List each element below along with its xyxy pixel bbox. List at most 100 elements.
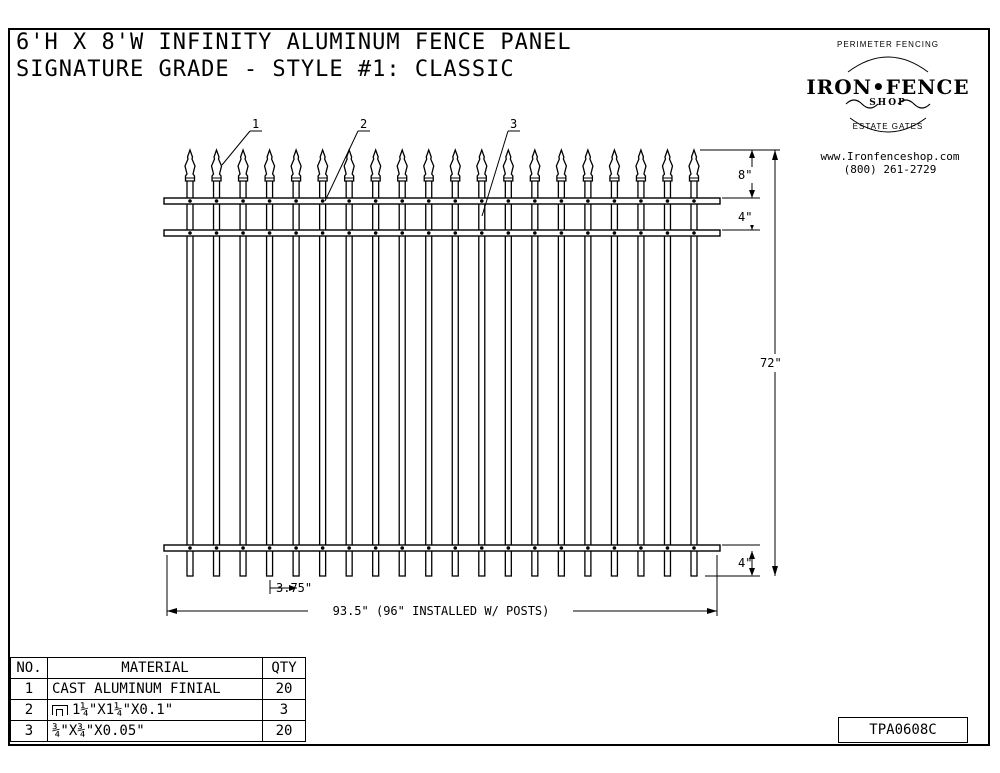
drawing-border bbox=[8, 28, 990, 746]
channel-profile-icon bbox=[52, 705, 68, 716]
picket bbox=[449, 148, 461, 577]
callout-3-label: 3 bbox=[510, 117, 517, 131]
rivet bbox=[559, 546, 564, 550]
rivet bbox=[665, 231, 670, 235]
picket bbox=[370, 148, 382, 577]
rivet bbox=[426, 231, 431, 235]
bom-row: 1 CAST ALUMINUM FINIAL 20 bbox=[10, 678, 306, 700]
rivet bbox=[559, 199, 564, 203]
top-rail bbox=[163, 197, 721, 205]
logo-ornament bbox=[845, 56, 931, 133]
rivet bbox=[692, 231, 696, 235]
rivet bbox=[639, 199, 643, 203]
drawing-subtitle: SIGNATURE GRADE - STYLE #1: CLASSIC bbox=[16, 57, 515, 82]
bom-row-material-cell: 1¼"X1¼"X0.1" bbox=[47, 699, 263, 721]
finial bbox=[370, 148, 382, 182]
bom-row-no: 3 bbox=[10, 720, 48, 742]
picket bbox=[688, 148, 700, 577]
rivet bbox=[400, 546, 405, 550]
callout-1-label: 1 bbox=[252, 117, 259, 131]
picket bbox=[582, 148, 594, 577]
rivet bbox=[347, 546, 351, 550]
picket bbox=[237, 148, 249, 577]
picket bbox=[423, 148, 435, 577]
dim-panel-width: 93.5" (96" INSTALLED W/ POSTS) bbox=[333, 604, 550, 618]
rivet bbox=[214, 199, 219, 203]
bill-of-materials: NO. MATERIAL QTY 1 CAST ALUMINUM FINIAL … bbox=[10, 657, 306, 742]
rivet bbox=[586, 199, 590, 203]
picket bbox=[661, 148, 674, 577]
rivet bbox=[294, 199, 298, 203]
rivet bbox=[692, 199, 696, 203]
finial bbox=[343, 148, 355, 182]
rivet bbox=[639, 546, 643, 550]
rivet bbox=[373, 231, 378, 235]
picket bbox=[316, 148, 329, 577]
finial bbox=[529, 148, 541, 182]
rivet bbox=[320, 231, 325, 235]
picket bbox=[290, 148, 302, 577]
rivet bbox=[665, 199, 670, 203]
finial bbox=[290, 148, 302, 182]
drawing-number: TPA0608C bbox=[838, 717, 968, 743]
finial bbox=[502, 148, 514, 182]
finial bbox=[555, 148, 568, 182]
picket bbox=[396, 148, 408, 577]
rivet bbox=[214, 546, 219, 550]
bom-row-qty: 20 bbox=[262, 720, 306, 742]
callout-3: 3 bbox=[481, 117, 520, 217]
bom-row-qty: 20 bbox=[262, 678, 306, 700]
middle-rail bbox=[163, 229, 721, 237]
rivet bbox=[533, 546, 537, 550]
rivet bbox=[586, 546, 590, 550]
picket bbox=[555, 148, 568, 577]
pickets-group bbox=[184, 148, 700, 577]
dim-rail-gap: 4" bbox=[738, 210, 752, 224]
bom-row: 2 1¼"X1¼"X0.1" 3 bbox=[10, 699, 306, 721]
finial bbox=[635, 148, 647, 182]
finial bbox=[608, 148, 621, 182]
rivet bbox=[479, 546, 484, 550]
rivet bbox=[241, 199, 245, 203]
bom-row: 3 ¾"X¾"X0.05" 20 bbox=[10, 720, 306, 742]
rivet bbox=[320, 546, 325, 550]
rivet bbox=[506, 546, 511, 550]
logo-sub-text: SHOP bbox=[869, 98, 907, 108]
rivet bbox=[453, 231, 458, 235]
picket bbox=[476, 148, 488, 577]
website-link[interactable]: www.Ironfenceshop.com bbox=[820, 150, 960, 163]
width-dimension-lines bbox=[166, 555, 718, 616]
logo-main-text: IRON•FENCE bbox=[806, 75, 970, 99]
bom-row-material: ¾"X¾"X0.05" bbox=[47, 720, 263, 742]
rivet bbox=[267, 199, 272, 203]
company-logo: PERIMETER FENCING IRON•FENCE SHOP ESTATE… bbox=[788, 34, 988, 142]
rivet bbox=[692, 546, 696, 550]
picket bbox=[608, 148, 621, 577]
rivet bbox=[294, 231, 298, 235]
rivet bbox=[612, 231, 617, 235]
picket bbox=[210, 148, 223, 577]
bom-header-row: NO. MATERIAL QTY bbox=[10, 657, 306, 679]
rivet bbox=[347, 199, 351, 203]
rivet bbox=[533, 231, 537, 235]
rivet bbox=[612, 546, 617, 550]
finial bbox=[661, 148, 674, 182]
dim-picket-spacing: 3.75" bbox=[276, 581, 312, 595]
finial bbox=[184, 148, 196, 182]
rivet bbox=[533, 199, 537, 203]
rivet bbox=[639, 231, 643, 235]
picket bbox=[263, 148, 276, 577]
rivet bbox=[506, 199, 511, 203]
rivet bbox=[267, 546, 272, 550]
rivet bbox=[241, 546, 245, 550]
rivets-group bbox=[188, 199, 696, 550]
rivet bbox=[188, 546, 192, 550]
rivet bbox=[294, 546, 298, 550]
dim-bottom-extension: 4" bbox=[738, 556, 752, 570]
rivet bbox=[453, 546, 458, 550]
bom-header-no: NO. bbox=[10, 657, 48, 679]
logo-arc-bottom: ESTATE GATES bbox=[852, 122, 924, 131]
rivet bbox=[188, 199, 192, 203]
bom-row-no: 1 bbox=[10, 678, 48, 700]
